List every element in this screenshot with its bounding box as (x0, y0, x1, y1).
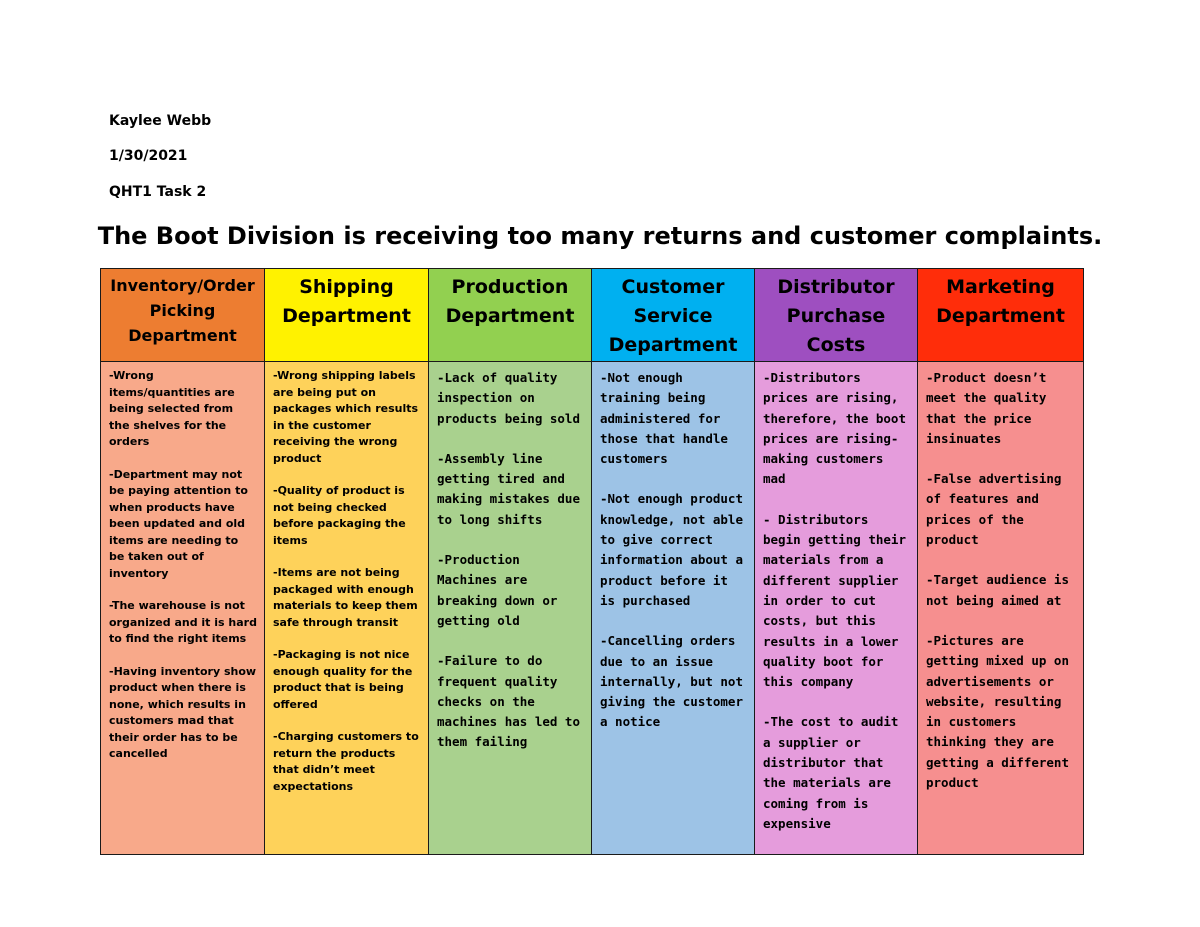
issue-item: -Product doesn’t meet the quality that t… (926, 370, 1047, 446)
issue-item: -Quality of product is not being checked… (273, 484, 406, 547)
issue-item: -Pictures are getting mixed up on advert… (926, 632, 1069, 791)
issue-item: -Charging customers to return the produc… (273, 730, 419, 793)
issue-item: -Not enough product knowledge, not able … (600, 491, 743, 608)
production-issues-cell: -Lack of quality inspection on products … (428, 360, 592, 856)
column-header-distributor: Distributor Purchase Costs (754, 268, 918, 362)
issue-item: -Failure to do frequent quality checks o… (437, 653, 580, 750)
column-header-customer-service: Customer Service Department (591, 268, 755, 362)
issue-item: -Target audience is not being aimed at (926, 572, 1069, 608)
column-header-production: Production Department (428, 268, 592, 362)
marketing-issues-cell: -Product doesn’t meet the quality that t… (917, 360, 1084, 856)
customer-service-issues-cell: -Not enough training being administered … (591, 360, 755, 856)
issue-item: -Assembly line getting tired and making … (437, 450, 580, 527)
issues-row: -Wrong items/quantities are being select… (100, 360, 1084, 856)
issue-item: -The warehouse is not organized and it i… (109, 599, 257, 645)
inventory-issues-cell: -Wrong items/quantities are being select… (100, 360, 265, 856)
document-date: 1/30/2021 (109, 148, 188, 164)
issue-item: -False advertising of features and price… (926, 471, 1062, 548)
issue-item: -Wrong items/quantities are being select… (109, 369, 235, 448)
issue-item: -Department may not be paying attention … (109, 467, 248, 580)
department-issues-table: Inventory/Order Picking Department Shipp… (100, 268, 1084, 856)
issue-item: -Items are not being packaged with enoug… (273, 566, 418, 629)
issue-item: -Not enough training being administered … (600, 370, 728, 467)
column-header-shipping: Shipping Department (264, 268, 429, 362)
column-header-inventory: Inventory/Order Picking Department (100, 268, 265, 362)
issue-item: -Wrong shipping labels are being put on … (273, 369, 419, 465)
problem-statement: The Boot Division is receiving too many … (97, 222, 1103, 250)
distributor-issues-cell: -Distributors prices are rising, therefo… (754, 360, 918, 856)
column-header-marketing: Marketing Department (917, 268, 1084, 362)
issue-item: -Having inventory show product when ther… (109, 664, 257, 761)
issue-item: - Distributors begin getting their mater… (763, 511, 906, 690)
issue-item: -The cost to audit a supplier or distrib… (763, 714, 899, 831)
issue-item: -Cancelling orders due to an issue inter… (600, 633, 743, 730)
issue-item: -Packaging is not nice enough quality fo… (273, 648, 413, 711)
author-name: Kaylee Webb (109, 113, 212, 129)
issue-item: -Lack of quality inspection on products … (437, 370, 580, 426)
issue-item: -Production Machines are breaking down o… (437, 552, 558, 628)
course-task: QHT1 Task 2 (109, 184, 207, 200)
shipping-issues-cell: -Wrong shipping labels are being put on … (264, 360, 429, 856)
header-row: Inventory/Order Picking Department Shipp… (100, 268, 1084, 362)
issue-item: -Distributors prices are rising, therefo… (763, 370, 906, 487)
